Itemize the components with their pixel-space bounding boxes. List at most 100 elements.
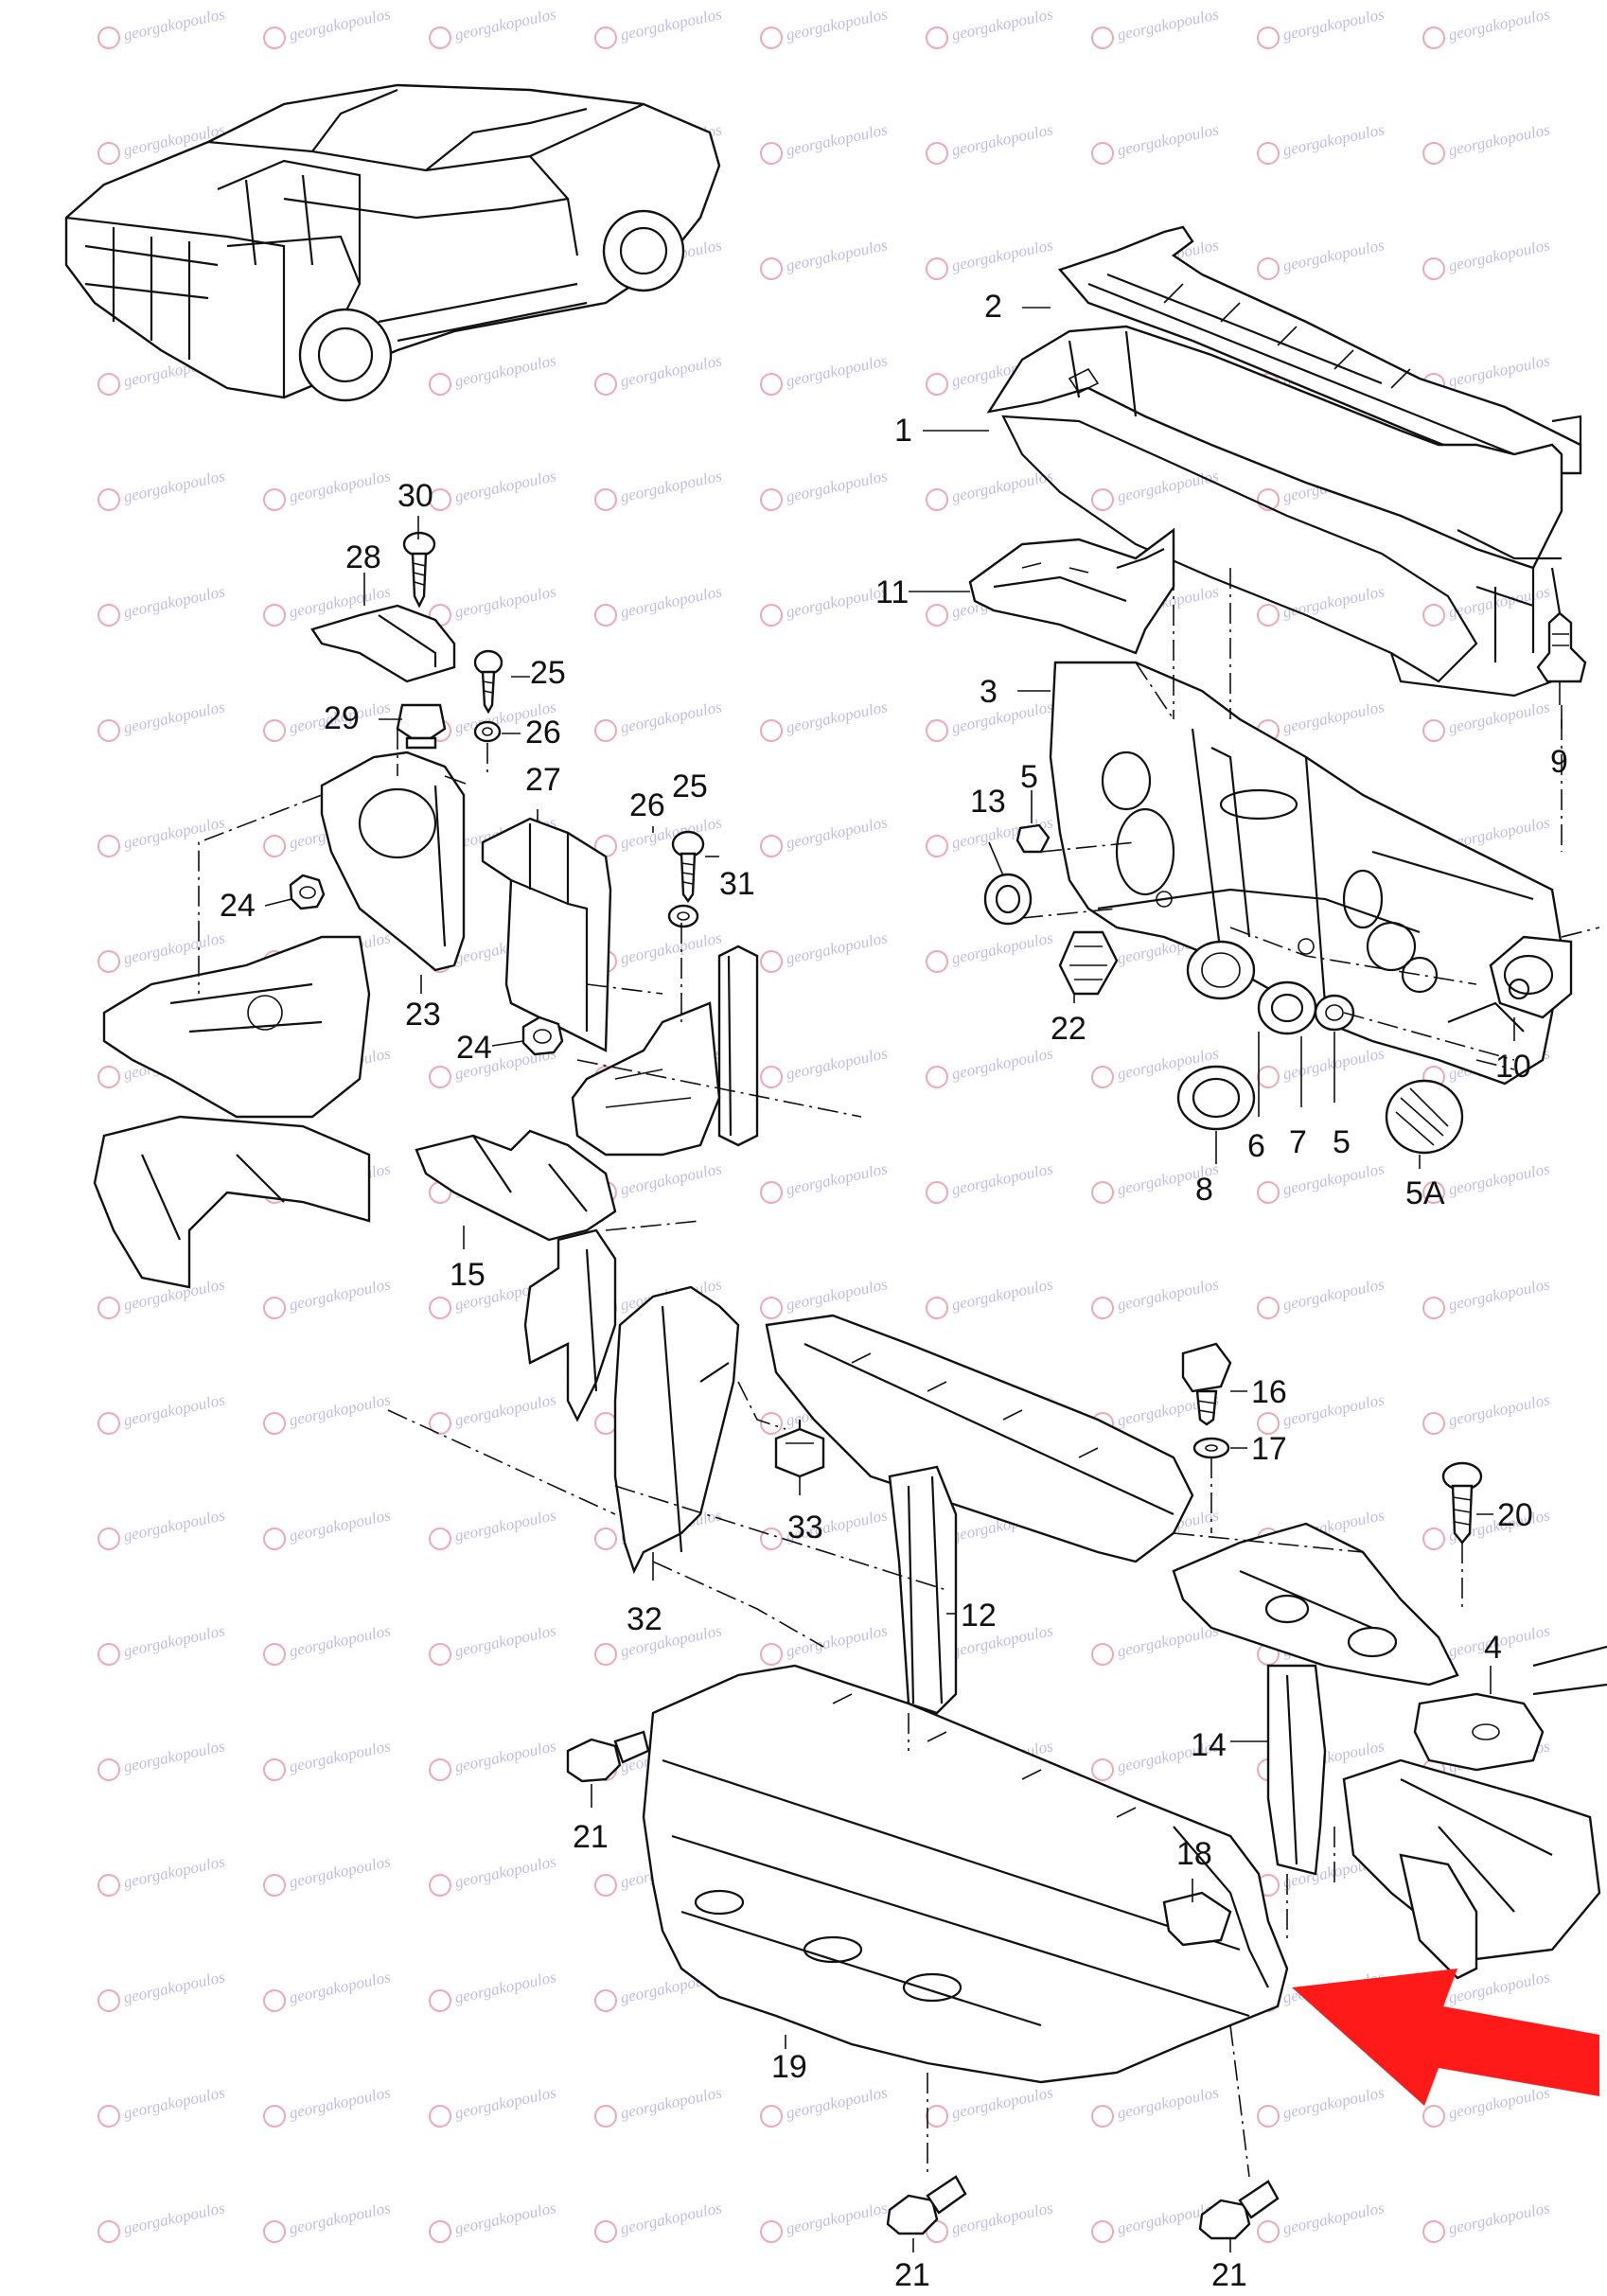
watermark: georgakopoulos [760, 467, 890, 511]
watermark-text: georgakopoulos [453, 1390, 558, 1429]
watermark-logo-icon [1257, 1181, 1280, 1204]
watermark-logo-icon [97, 1758, 120, 1781]
watermark: georgakopoulos [429, 1852, 558, 1897]
callout-20: 20 [1497, 1497, 1533, 1533]
watermark-text: georgakopoulos [785, 1044, 890, 1083]
watermark: georgakopoulos [1422, 120, 1552, 165]
watermark-logo-icon [760, 835, 783, 857]
watermark: georgakopoulos [594, 698, 724, 742]
watermark-logo-icon [429, 1643, 451, 1666]
watermark-logo-icon [594, 719, 617, 742]
grommets [983, 823, 1573, 1155]
watermark-logo-icon [1257, 1412, 1280, 1435]
callout-32: 32 [627, 1601, 662, 1637]
part-17-washer [1192, 1437, 1230, 1459]
watermark: georgakopoulos [594, 928, 724, 973]
watermark-logo-icon [1091, 2105, 1114, 2128]
watermark: georgakopoulos [97, 813, 227, 857]
callout-13: 13 [970, 784, 1006, 820]
watermark-logo-icon [1422, 1528, 1445, 1550]
part-16-bolt [1181, 1342, 1232, 1426]
part-11-bracket [968, 527, 1175, 655]
part-15-bracket [415, 1129, 617, 1242]
watermark-text: georgakopoulos [288, 5, 393, 44]
callout-19: 19 [771, 2049, 807, 2085]
watermark-logo-icon [1422, 257, 1445, 280]
watermark-text: georgakopoulos [288, 1275, 393, 1314]
watermark-text: georgakopoulos [122, 1737, 227, 1775]
watermark-text: georgakopoulos [453, 5, 558, 44]
red-arrow-indicator [1292, 1969, 1599, 2106]
watermark-text: georgakopoulos [785, 582, 890, 621]
watermark: georgakopoulos [97, 5, 227, 49]
watermark-logo-icon [760, 142, 783, 165]
watermark-logo-icon [926, 604, 948, 627]
callout-2: 2 [984, 289, 1002, 325]
watermark-logo-icon [97, 1643, 120, 1666]
watermark-text: georgakopoulos [785, 120, 890, 159]
part-23-air-guide [320, 751, 467, 972]
watermark-text: georgakopoulos [1116, 5, 1221, 44]
watermark: georgakopoulos [1422, 236, 1552, 280]
watermark-logo-icon [1091, 26, 1114, 49]
watermark-logo-icon [926, 373, 948, 396]
watermark-text: georgakopoulos [950, 1159, 1055, 1198]
callout-6: 6 [1247, 1128, 1265, 1164]
watermark: georgakopoulos [1422, 5, 1552, 49]
watermark: georgakopoulos [760, 2083, 890, 2128]
watermark: georgakopoulos [97, 467, 227, 511]
watermark-text: georgakopoulos [785, 1159, 890, 1198]
watermark-logo-icon [263, 1528, 286, 1550]
watermark-logo-icon [1257, 1066, 1280, 1088]
watermark-logo-icon [97, 2105, 120, 2128]
watermark: georgakopoulos [1257, 698, 1386, 742]
callout-23: 23 [405, 997, 441, 1033]
watermark-text: georgakopoulos [619, 5, 724, 44]
watermark-logo-icon [926, 835, 948, 857]
watermark-logo-icon [594, 2220, 617, 2243]
watermark-logo-icon [1091, 488, 1114, 511]
watermark-logo-icon [1257, 142, 1280, 165]
watermark-logo-icon [263, 26, 286, 49]
watermark-text: georgakopoulos [785, 1275, 890, 1314]
watermark-logo-icon [263, 835, 286, 857]
watermark-text: georgakopoulos [950, 120, 1055, 159]
watermark: georgakopoulos [760, 1506, 890, 1550]
part-14-side-bracket [1266, 1664, 1327, 1876]
watermark-logo-icon [760, 604, 783, 627]
watermark-logo-icon [760, 1181, 783, 1204]
watermark: georgakopoulos [1257, 1275, 1386, 1319]
watermark: georgakopoulos [1091, 1275, 1221, 1319]
car-overview [64, 83, 721, 402]
watermark-logo-icon [97, 1066, 120, 1088]
watermark-logo-icon [1422, 142, 1445, 165]
watermark: georgakopoulos [263, 1852, 393, 1897]
watermark-text: georgakopoulos [1447, 2199, 1552, 2237]
watermark-logo-icon [97, 1874, 120, 1897]
callout-21-a: 21 [573, 1819, 609, 1855]
callout-3: 3 [980, 674, 998, 710]
watermark-logo-icon [760, 1528, 783, 1550]
watermark: georgakopoulos [594, 2083, 724, 2128]
watermark-text: georgakopoulos [950, 236, 1055, 274]
watermark: georgakopoulos [926, 5, 1055, 49]
callout-labels: 2 1 11 3 9 5 13 22 8 6 7 5 5A 10 30 28 2… [220, 289, 1568, 2293]
watermark-text: georgakopoulos [288, 1506, 393, 1545]
watermark-logo-icon [1422, 2220, 1445, 2243]
watermark-logo-icon [1091, 142, 1114, 165]
watermark: georgakopoulos [263, 2083, 393, 2128]
watermark: georgakopoulos [1257, 120, 1386, 165]
watermark-text: georgakopoulos [1281, 2199, 1386, 2237]
watermark-text: georgakopoulos [619, 928, 724, 967]
watermark: georgakopoulos [429, 1390, 558, 1435]
watermark-logo-icon [594, 2105, 617, 2128]
watermark-text: georgakopoulos [453, 351, 558, 390]
watermark-text: georgakopoulos [785, 1621, 890, 1660]
watermark: georgakopoulos [1422, 1390, 1552, 1435]
watermark: georgakopoulos [97, 1390, 227, 1435]
watermark-text: georgakopoulos [1281, 120, 1386, 159]
watermark: georgakopoulos [760, 1159, 890, 1204]
watermark-text: georgakopoulos [785, 5, 890, 44]
watermark: georgakopoulos [1422, 2083, 1552, 2128]
watermark-logo-icon [1257, 257, 1280, 280]
